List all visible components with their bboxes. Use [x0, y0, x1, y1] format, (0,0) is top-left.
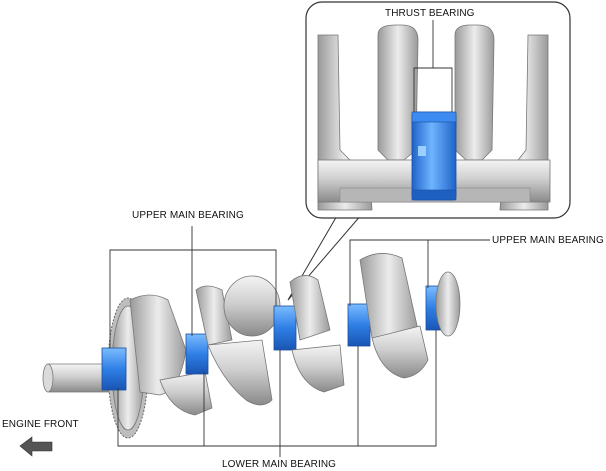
upper-main-bearing-left-leader	[109, 249, 277, 348]
lower-main-bearing-label: LOWER MAIN BEARING	[222, 459, 337, 470]
thrust-main-bearing	[273, 305, 297, 351]
front-main-bearing	[101, 347, 127, 391]
arrow-left-icon	[19, 436, 53, 457]
upper-main-bearing-right-leader	[349, 239, 429, 306]
main-bearing-4	[347, 303, 371, 347]
main-bearing-2	[185, 333, 209, 375]
upper-main-bearing-left-label: UPPER MAIN BEARING	[132, 210, 244, 221]
rear-flange	[435, 271, 461, 337]
crankshaft	[42, 253, 461, 439]
lower-main-bearing-leader	[117, 330, 437, 447]
thrust-bearing-label: THRUST BEARING	[385, 8, 475, 19]
engine-front-label: ENGINE FRONT	[2, 419, 79, 430]
thrust-bearing-inset	[287, 1, 571, 301]
leader-lines	[109, 226, 490, 457]
thrust-bearing-magnified	[411, 111, 457, 201]
upper-main-bearing-right-label: UPPER MAIN BEARING	[492, 235, 604, 246]
